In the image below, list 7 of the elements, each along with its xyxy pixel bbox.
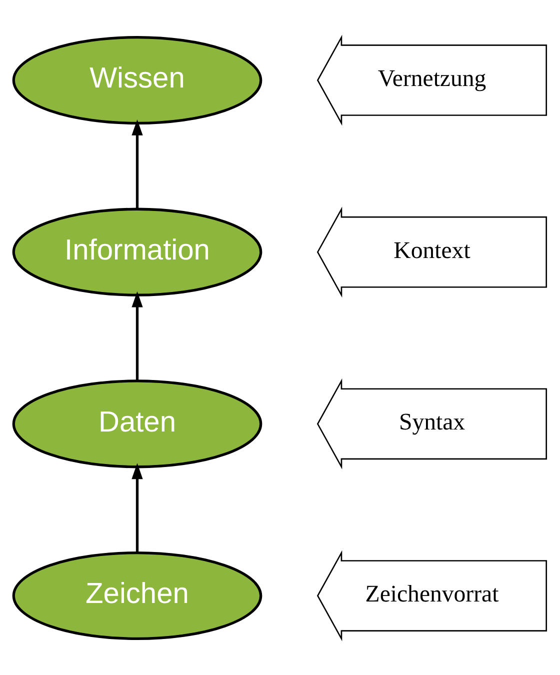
- node-ellipse: Wissen: [12, 35, 262, 124]
- node-ellipse: Zeichen: [12, 550, 262, 640]
- node-ellipse: Daten: [12, 379, 262, 468]
- node-ellipse: Information: [12, 207, 262, 296]
- arrow: [132, 290, 143, 380]
- arrow: [132, 462, 143, 552]
- arrow: [132, 119, 143, 208]
